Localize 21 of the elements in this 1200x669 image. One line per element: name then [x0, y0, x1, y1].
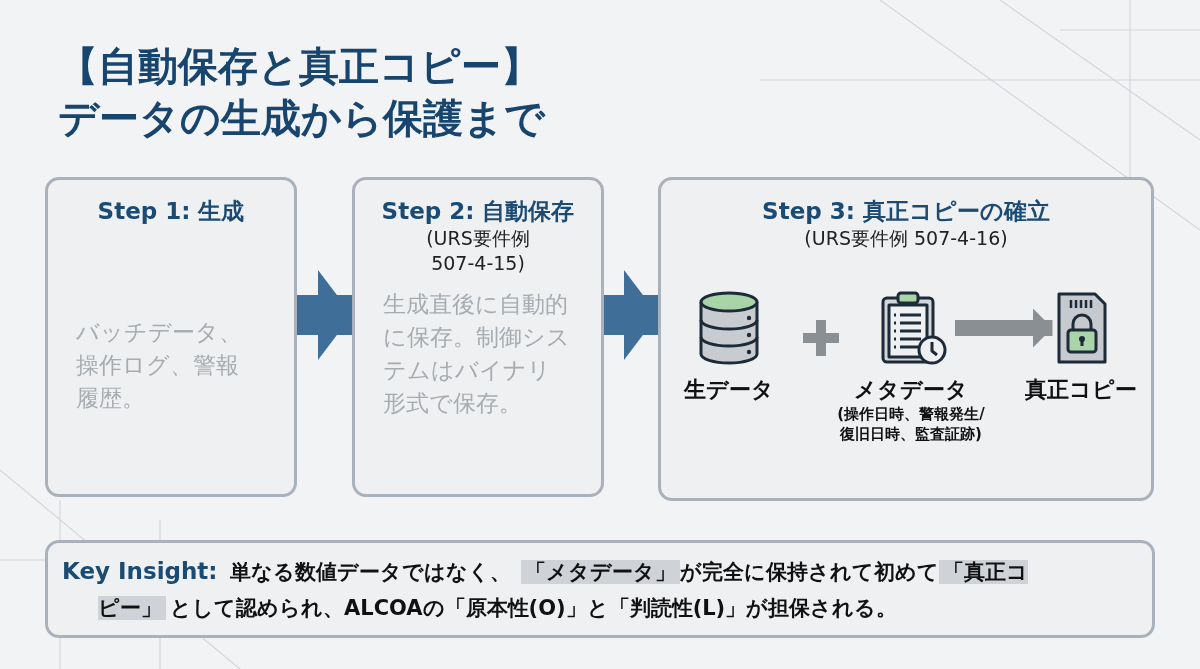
- step-box: [658, 177, 1154, 501]
- step-description: 生成直後に自動的に保存。制御システムはバイナリ形式で保存。: [382, 290, 571, 418]
- step-description: バッチデータ、操作ログ、警報履歴。: [75, 318, 243, 413]
- step-box: [352, 177, 604, 497]
- icon-caption: 生データ: [682, 376, 775, 404]
- step-heading: Step 3: 真正コピーの確立: [761, 197, 1051, 226]
- insight-text: が完全に保持されて初めて: [679, 560, 939, 584]
- step-heading: Step 2: 自動保存: [380, 197, 576, 226]
- insight-text: 単なる数値データではなく、: [229, 560, 511, 584]
- step-box: [45, 177, 297, 497]
- icon-caption: メタデータ: [853, 376, 969, 404]
- highlighted-term: 「メタデータ」: [520, 560, 680, 584]
- requirement-reference: (URS要件例 507-4-15): [425, 226, 531, 276]
- insight-text: として認められ、ALCOAの「原本性(O)」と「判読性(L)」が担保される。: [170, 596, 898, 620]
- requirement-reference: (URS要件例 507-4-16): [803, 226, 1009, 251]
- caption-note: (操作日時、警報発生/復旧日時、監査証跡): [836, 404, 986, 444]
- insight-box: [45, 540, 1155, 638]
- icon-caption: 真正コピー: [1023, 376, 1138, 404]
- insight-label: Key Insight:: [62, 558, 218, 584]
- step-heading: Step 1: 生成: [96, 197, 246, 226]
- title: 【自動保存と真正コピー】データの生成から保護まで: [58, 42, 547, 143]
